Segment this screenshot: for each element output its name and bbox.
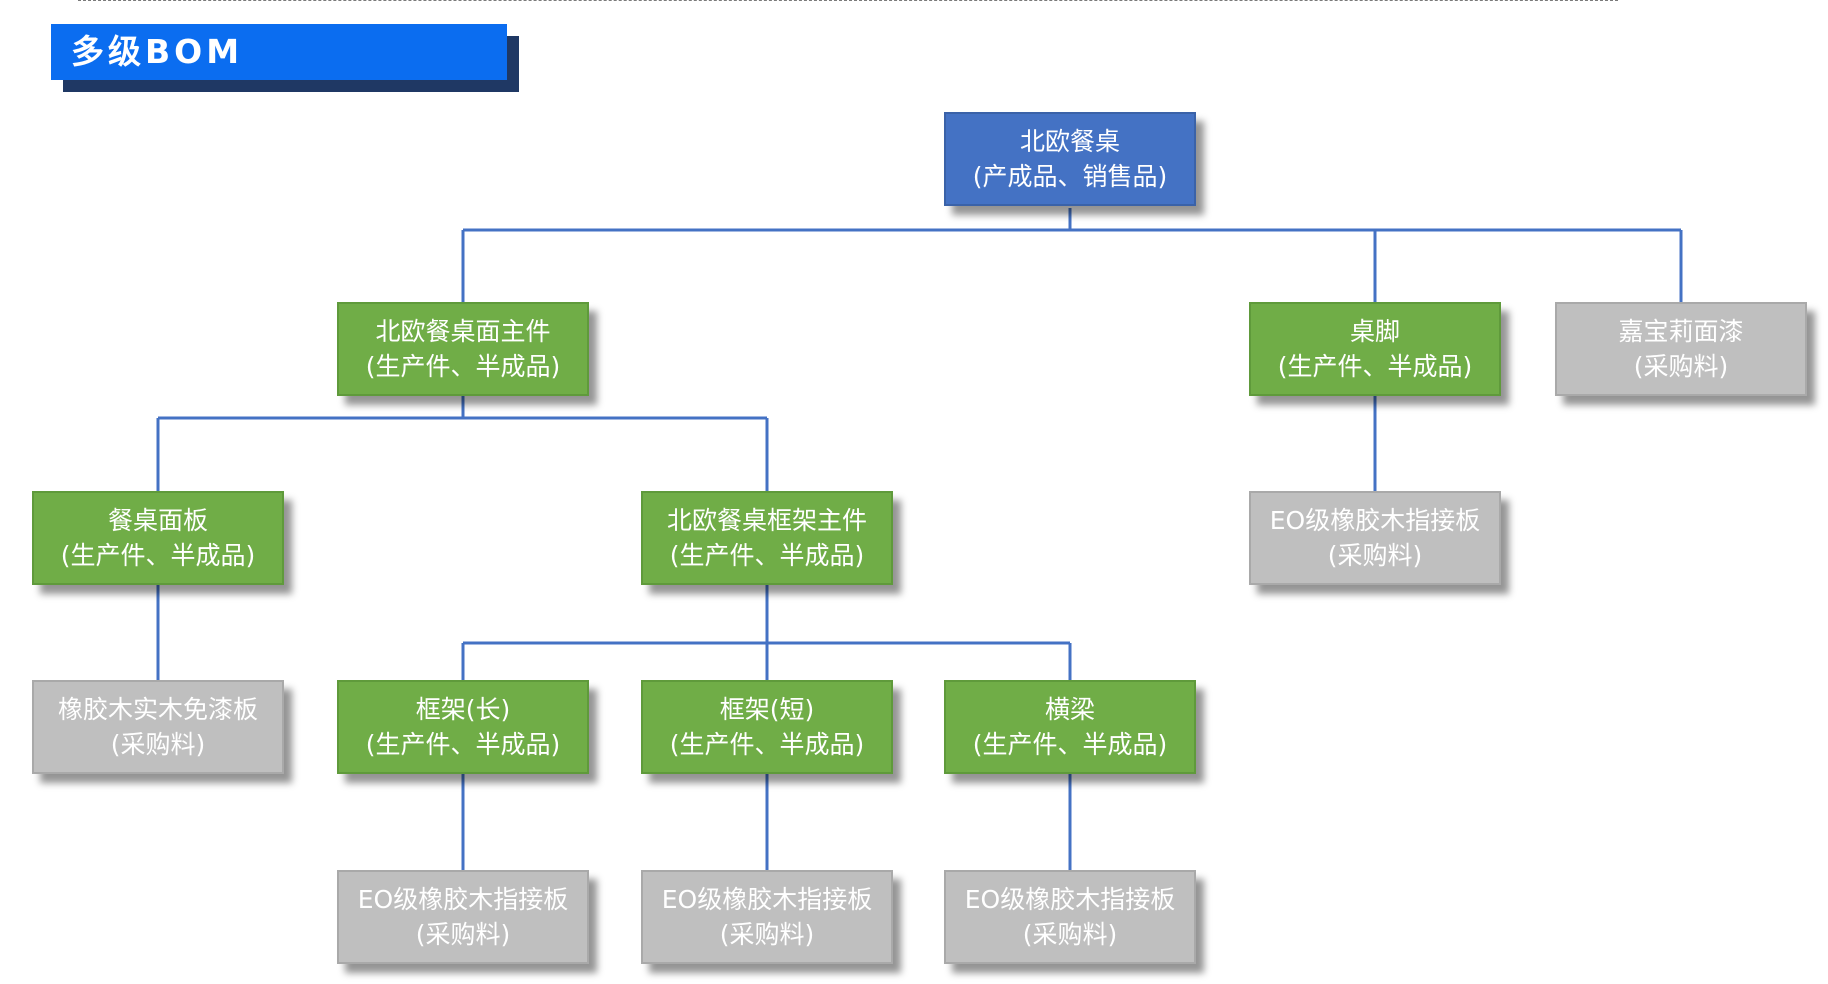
node-type: (采购料) [415,920,511,949]
node-name: 嘉宝莉面漆 [1618,317,1744,346]
node-name: 框架(短) [719,695,815,724]
bom-node-crossbeam: 横梁 (生产件、半成品) [944,680,1196,774]
bom-node-table-board: 餐桌面板 (生产件、半成品) [32,491,284,585]
node-name: 北欧餐桌框架主件 [666,506,867,535]
node-type: (生产件、半成品) [669,730,865,759]
node-name: EO级橡胶木指接板 [1269,506,1481,535]
bom-node-table-leg: 桌脚 (生产件、半成品) [1249,302,1501,396]
node-name: 桌脚 [1349,317,1400,346]
bom-node-frame-long: 框架(长) (生产件、半成品) [337,680,589,774]
title-banner: 多级BOM [51,24,519,92]
node-type: (生产件、半成品) [365,352,561,381]
bom-node-rubberwood-board: 橡胶木实木免漆板 (采购料) [32,680,284,774]
node-type: (生产件、半成品) [972,730,1168,759]
node-name: EO级橡胶木指接板 [964,885,1176,914]
node-name: 餐桌面板 [107,506,208,535]
node-type: (采购料) [1022,920,1118,949]
bom-node-frame-long-board: EO级橡胶木指接板 (采购料) [337,870,589,964]
node-type: (生产件、半成品) [60,541,256,570]
node-type: (产成品、销售品) [972,162,1168,191]
node-name: 横梁 [1044,695,1095,724]
node-type: (采购料) [1327,541,1423,570]
connector-frame-assembly [461,585,1072,680]
connector-top-assembly [156,396,769,491]
node-name: 北欧餐桌面主件 [375,317,551,346]
node-type: (生产件、半成品) [1277,352,1473,381]
connector-root [461,208,1683,302]
bom-node-frame-short: 框架(短) (生产件、半成品) [641,680,893,774]
top-dashed-rule [78,0,1618,1]
node-type: (采购料) [719,920,815,949]
node-type: (生产件、半成品) [669,541,865,570]
bom-node-top-assembly: 北欧餐桌面主件 (生产件、半成品) [337,302,589,396]
node-type: (生产件、半成品) [365,730,561,759]
node-name: 橡胶木实木免漆板 [57,695,258,724]
bom-node-crossbeam-board: EO级橡胶木指接板 (采购料) [944,870,1196,964]
node-name: EO级橡胶木指接板 [661,885,873,914]
node-name: 框架(长) [415,695,511,724]
bom-node-root: 北欧餐桌 (产成品、销售品) [944,112,1196,206]
node-type: (采购料) [110,730,206,759]
node-name: 北欧餐桌 [1019,127,1120,156]
bom-node-frame-short-board: EO级橡胶木指接板 (采购料) [641,870,893,964]
node-type: (采购料) [1633,352,1729,381]
bom-node-leg-board: EO级橡胶木指接板 (采购料) [1249,491,1501,585]
bom-node-frame-assembly: 北欧餐桌框架主件 (生产件、半成品) [641,491,893,585]
bom-node-paint: 嘉宝莉面漆 (采购料) [1555,302,1807,396]
page-title: 多级BOM [51,24,507,80]
node-name: EO级橡胶木指接板 [357,885,569,914]
